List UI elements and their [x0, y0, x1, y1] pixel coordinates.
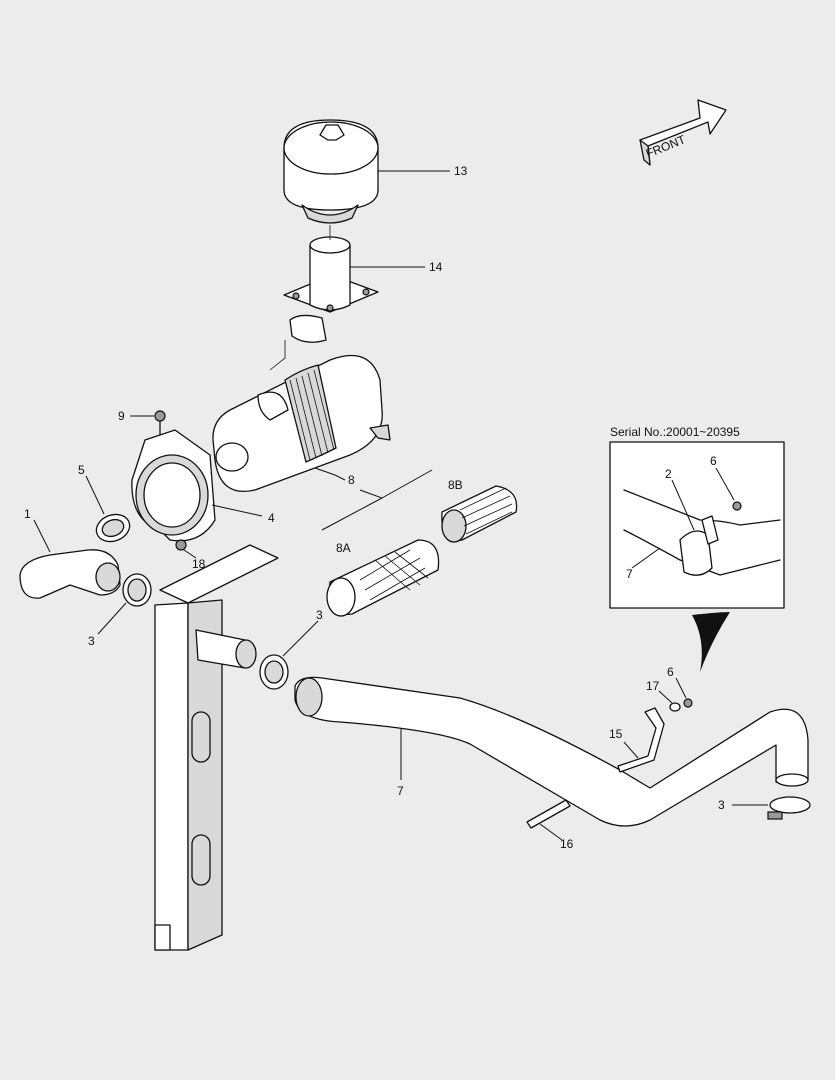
part-13-precleaner [283, 119, 379, 224]
part-15-stay [617, 707, 665, 773]
callout-7: 7 [397, 784, 404, 798]
callout-3-middle: 3 [316, 608, 323, 622]
callout-8b: 8B [448, 478, 463, 492]
callout-9: 9 [118, 409, 125, 423]
callout-17: 17 [646, 679, 660, 693]
part-6-bolt [683, 698, 693, 708]
callout-13: 13 [454, 164, 468, 178]
support-bracket [154, 544, 279, 951]
callout-5: 5 [78, 463, 85, 477]
part-7-intake-hose [294, 676, 809, 827]
part-4-mounting-band [131, 429, 216, 542]
inset-pointer [692, 612, 730, 672]
callout-18: 18 [192, 557, 206, 571]
part-14-inlet-pipe [283, 236, 379, 343]
callout-6: 6 [667, 665, 674, 679]
callout-16: 16 [560, 837, 574, 851]
callout-4: 4 [268, 511, 275, 525]
part-1-elbow-hose [19, 549, 121, 599]
part-8-air-cleaner [212, 340, 391, 492]
part-3-clamp-left [122, 573, 152, 607]
callout-15: 15 [609, 727, 623, 741]
part-3-clamp-middle [259, 654, 289, 690]
front-direction-arrow: FRONT [639, 99, 727, 166]
callout-14: 14 [429, 260, 443, 274]
part-17-washer [669, 702, 681, 712]
part-3-clamp-right [767, 796, 811, 820]
part-5-hose-clamp [95, 513, 131, 543]
callout-3-left: 3 [88, 634, 95, 648]
callout-8a: 8A [336, 541, 351, 555]
part-8b-inner-filter [441, 485, 518, 543]
serial-number-label: Serial No.:20001~20395 [610, 425, 740, 439]
part-16-pin [526, 799, 571, 829]
part-8a-outer-filter [326, 539, 440, 617]
serial-inset: Serial No.:20001~20395 2 6 7 [609, 425, 785, 609]
part-18-nut [175, 539, 187, 551]
callout-2: 2 [665, 467, 672, 481]
bracket-intake-pipe [195, 629, 257, 669]
callout-6-inset: 6 [710, 454, 717, 468]
callout-8: 8 [348, 473, 355, 487]
callout-7-inset: 7 [626, 567, 633, 581]
callout-3-right: 3 [718, 798, 725, 812]
callout-1: 1 [24, 507, 31, 521]
